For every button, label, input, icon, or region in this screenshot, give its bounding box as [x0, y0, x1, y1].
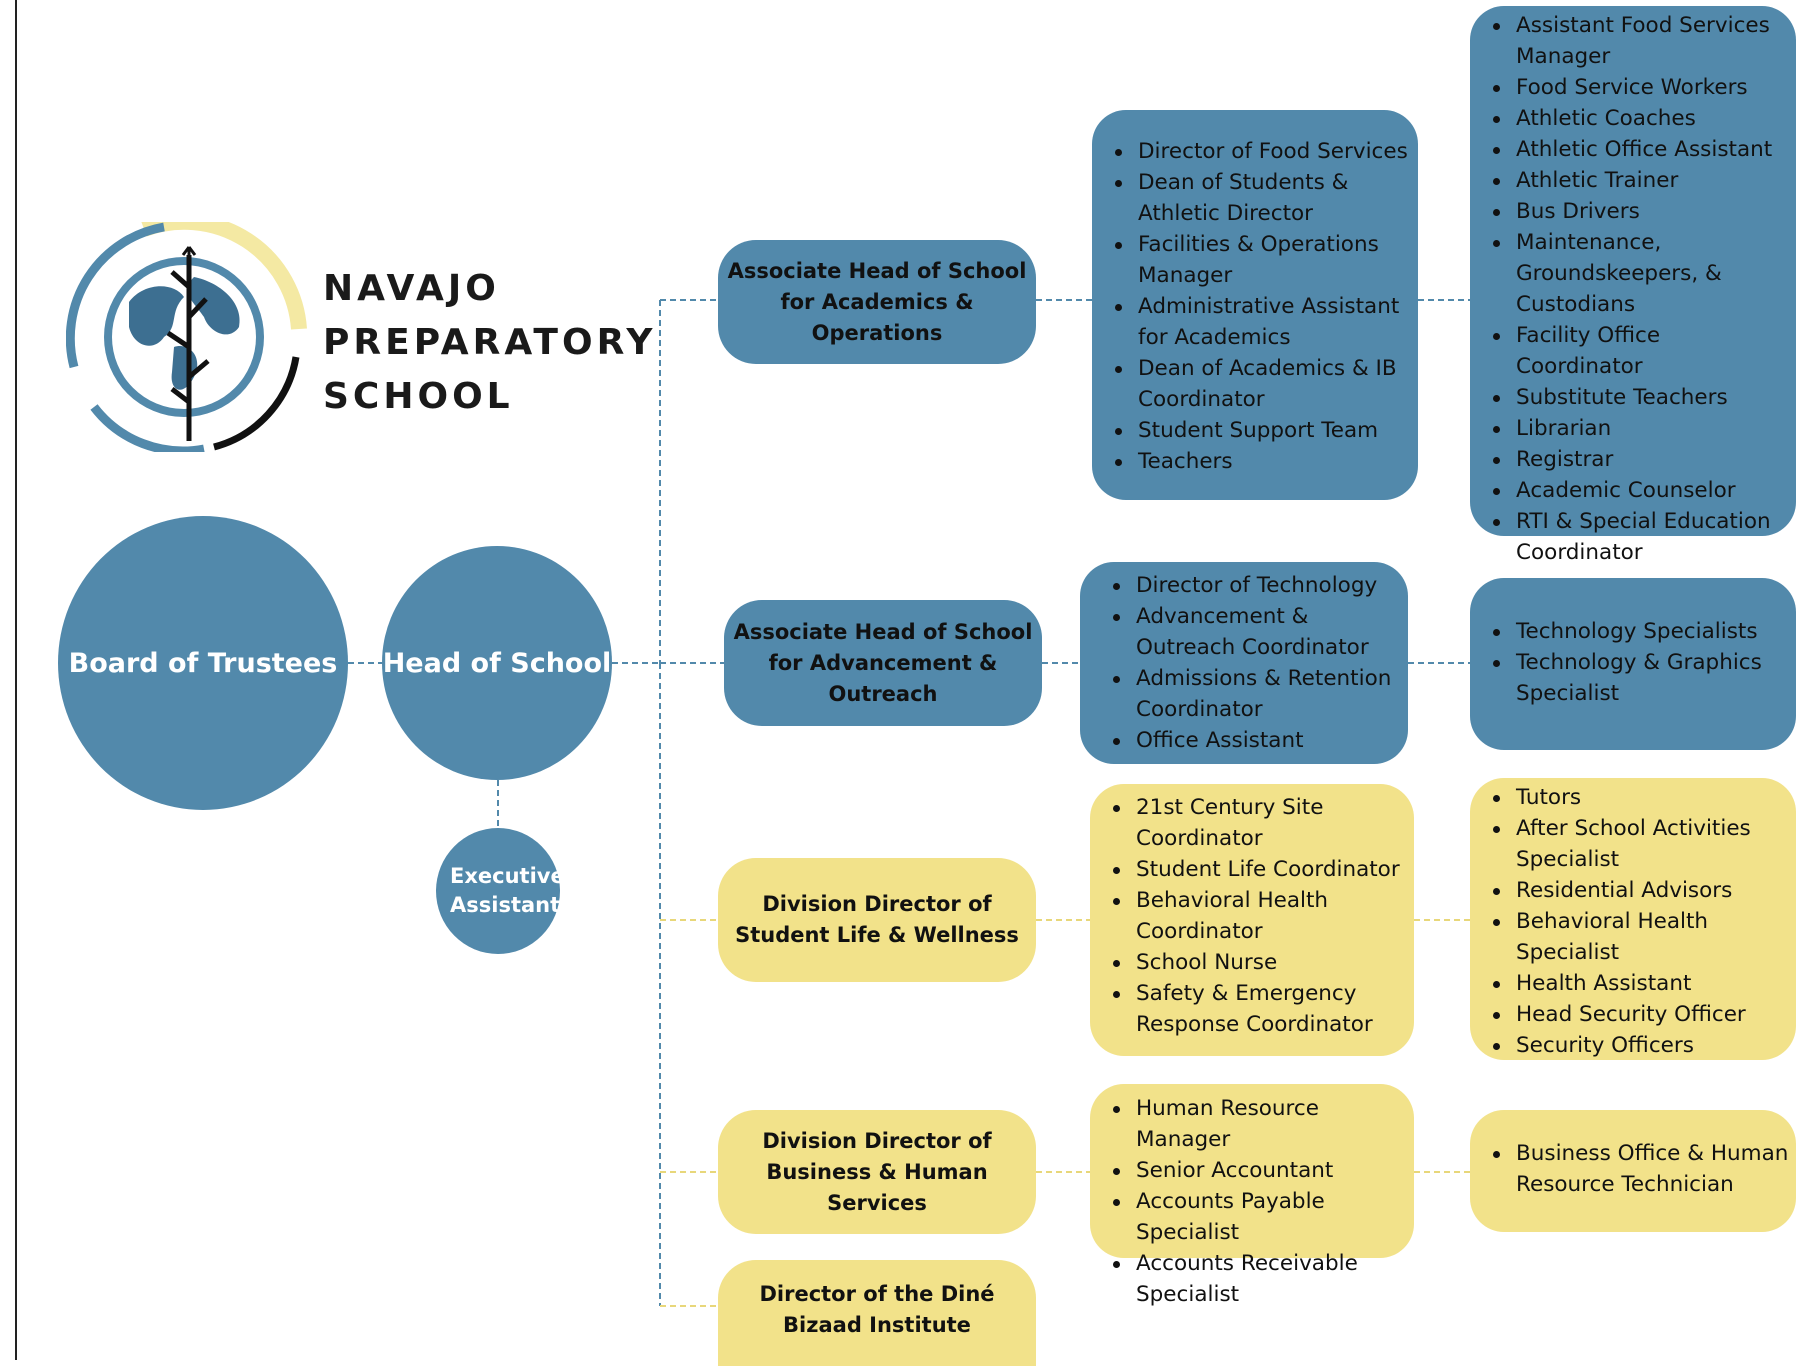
role-list-item: Athletic Office Assistant	[1490, 134, 1790, 165]
role-list-item: Dean of Academics & IB Coordinator	[1112, 353, 1408, 415]
role-list-item: Food Service Workers	[1490, 72, 1790, 103]
role-list-item: Assistant Food Services Manager	[1490, 10, 1790, 72]
role-list-item: Dean of Students & Athletic Director	[1112, 167, 1408, 229]
role-list-item: Technology Specialists	[1490, 616, 1790, 647]
board-of-trustees-node: Board of Trustees	[58, 516, 348, 810]
role-list-item: Admissions & Retention Coordinator	[1110, 663, 1402, 725]
branch-business-human-services: Division Director of Business & Human Se…	[718, 1110, 1036, 1234]
role-list-item: Director of Food Services	[1112, 136, 1408, 167]
role-list-item: Safety & Emergency Response Coordinator	[1110, 978, 1408, 1040]
role-list-item: Business Office & Human Resource Technic…	[1490, 1138, 1790, 1200]
role-list-item: Office Assistant	[1110, 725, 1402, 756]
globe-with-cornstalk-logo	[66, 222, 307, 452]
branch-title: Associate Head of School for Academics &…	[727, 258, 1027, 345]
role-list-item: Behavioral Health Specialist	[1490, 906, 1790, 968]
school-name: NAVAJO PREPARATORY SCHOOL	[323, 262, 657, 424]
role-list-item: Director of Technology	[1110, 570, 1402, 601]
role-list-item: Athletic Trainer	[1490, 165, 1790, 196]
branch-title: Division Director of Student Life & Well…	[735, 892, 1019, 947]
role-list-item: Academic Counselor	[1490, 475, 1790, 506]
role-list-item: 21st Century Site Coordinator	[1110, 792, 1408, 854]
left-border-line	[15, 0, 17, 1360]
branch-title: Division Director of Business & Human Se…	[762, 1128, 992, 1215]
role-list-item: Behavioral Health Coordinator	[1110, 885, 1408, 947]
head-of-school-node: Head of School	[382, 546, 612, 780]
executive-assistant-node: Executive Assistant	[436, 828, 565, 954]
executive-assistant-label: Executive Assistant	[450, 864, 565, 917]
role-list-item: Human Resource Manager	[1110, 1093, 1408, 1155]
branch-academics-operations: Associate Head of School for Academics &…	[718, 240, 1036, 364]
role-list-item: Accounts Payable Specialist	[1110, 1186, 1408, 1248]
role-list-item: Maintenance, Groundskeepers, & Custodian…	[1490, 227, 1790, 320]
school-name-line-3: SCHOOL	[323, 376, 514, 417]
branch-advancement-outreach: Associate Head of School for Advancement…	[724, 600, 1042, 726]
role-list-item: Bus Drivers	[1490, 196, 1790, 227]
role-list-item: Athletic Coaches	[1490, 103, 1790, 134]
role-list-item: Health Assistant	[1490, 968, 1790, 999]
role-list-item: Tutors	[1490, 782, 1790, 813]
role-list-item: Registrar	[1490, 444, 1790, 475]
role-list-item: Facility Office Coordinator	[1490, 320, 1790, 382]
school-name-line-2: PREPARATORY	[323, 322, 657, 363]
role-list-item: Senior Accountant	[1110, 1155, 1408, 1186]
role-list-item: Advancement & Outreach Coordinator	[1110, 601, 1402, 663]
role-list-item: Teachers	[1112, 446, 1408, 477]
role-list-item: Librarian	[1490, 413, 1790, 444]
branch-title: Associate Head of School for Advancement…	[733, 619, 1033, 706]
role-list-item: Accounts Receivable Specialist	[1110, 1248, 1408, 1310]
role-list-item: After School Activities Specialist	[1490, 813, 1790, 875]
role-list-item: Head Security Officer	[1490, 999, 1790, 1030]
role-list-item: Facilities & Operations Manager	[1112, 229, 1408, 291]
role-list-item: RTI & Special Education Coordinator	[1490, 506, 1790, 568]
branch-business-level3-list: Business Office & Human Resource Technic…	[1470, 1110, 1796, 1232]
role-list-item: Substitute Teachers	[1490, 382, 1790, 413]
role-list-item: Student Support Team	[1112, 415, 1408, 446]
role-list-item: Security Officers	[1490, 1030, 1790, 1061]
branch-title: Director of the Diné Bizaad Institute	[759, 1282, 995, 1337]
role-list-item: School Nurse	[1110, 947, 1408, 978]
role-list-item: Technology & Graphics Specialist	[1490, 647, 1790, 709]
branch-student-life-wellness: Division Director of Student Life & Well…	[718, 858, 1036, 982]
role-list-item: Student Life Coordinator	[1110, 854, 1408, 885]
school-name-line-1: NAVAJO	[323, 268, 500, 309]
role-list-item: Residential Advisors	[1490, 875, 1790, 906]
role-list-item: Administrative Assistant for Academics	[1112, 291, 1408, 353]
branch-dine-bizaad-institute: Director of the Diné Bizaad Institute	[718, 1260, 1036, 1366]
